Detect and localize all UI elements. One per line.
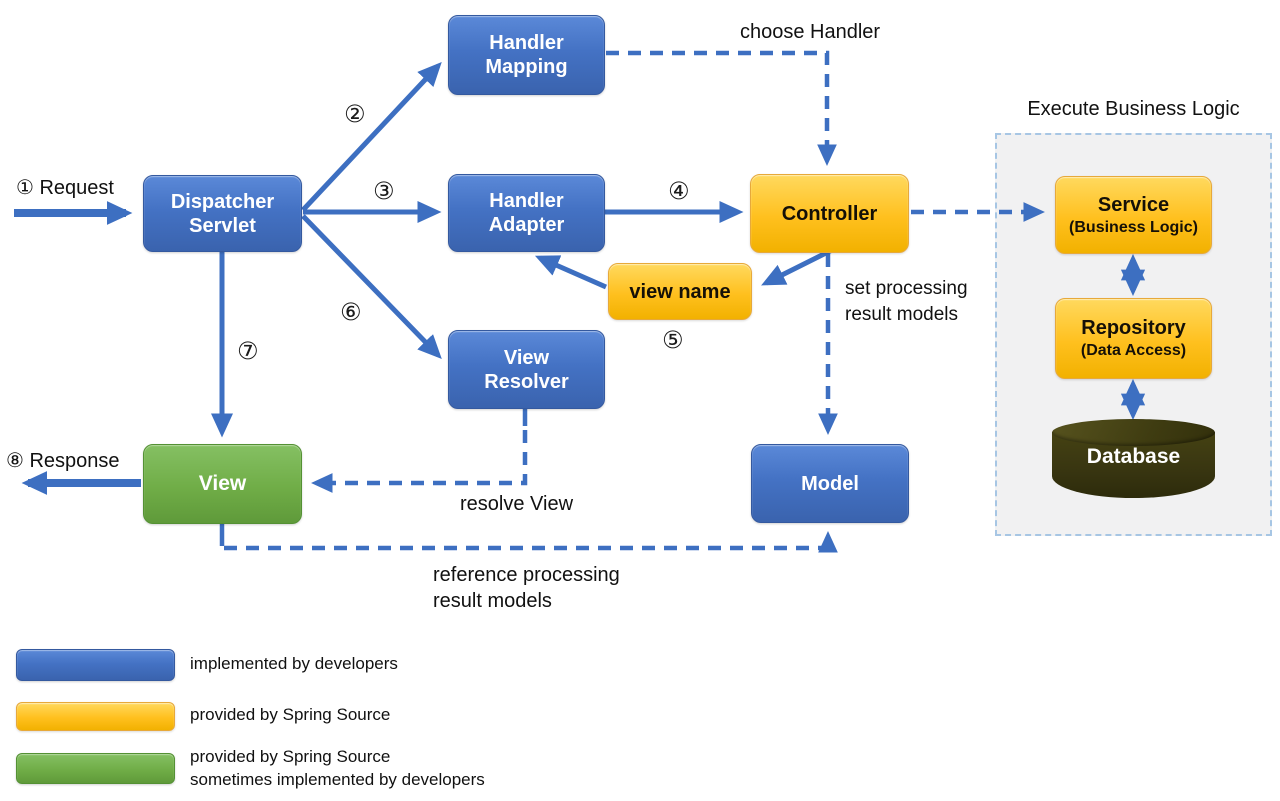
arrow-resolve-view-dashed [311,430,528,493]
arrow-step2-to-handler-mapping [301,61,442,212]
legend-label-green: provided by Spring Source sometimes impl… [190,747,485,789]
database-label: Database [1086,445,1181,468]
response-label: ⑧ Response [6,450,120,472]
execute-business-logic-title: Execute Business Logic [1027,98,1240,120]
choose-handler-label: choose Handler [740,21,881,43]
service-label: Service [1097,193,1170,216]
resolve-view-label: resolve View [460,493,574,515]
step-3-badge: ③ [373,177,395,205]
node-view-name: view name [608,263,752,320]
database-cylinder-top [1052,419,1215,446]
repository-sublabel: (Data Access) [1080,342,1187,360]
node-repository: Repository (Data Access) [1055,298,1212,379]
node-handler-mapping: Handler Mapping [448,15,605,95]
legend-label-blue: implemented by developers [190,654,398,673]
step-5-badge: ⑤ [662,326,684,354]
arrow-choose-handler-dashed [606,50,837,166]
step-4-badge: ④ [668,177,690,205]
arrow-view-name-to-handler-adapter [534,255,608,290]
node-service: Service (Business Logic) [1055,176,1212,254]
legend-swatch-yellow [16,702,175,731]
service-sublabel: (Business Logic) [1069,218,1198,236]
node-model: Model [751,444,909,523]
reference-processing-label: reference processing result models [433,564,620,612]
legend-swatch-blue [16,649,175,681]
request-label: ① Request [16,177,114,199]
step-2-badge: ② [344,100,366,128]
step-7-badge: ⑦ [237,337,259,365]
arrow-reference-models-dashed [224,531,838,553]
arrow-controller-to-view-name [761,247,834,286]
node-view-resolver: View Resolver [448,330,605,409]
node-view: View [143,444,302,524]
legend-swatch-green [16,753,175,784]
set-processing-label: set processing result models [845,278,968,326]
node-handler-adapter: Handler Adapter [448,174,605,252]
node-database-cylinder: Database [1052,419,1215,499]
arrow-step6-to-view-resolver [301,214,442,359]
step-6-badge: ⑥ [340,298,362,326]
node-controller: Controller [750,174,909,253]
repository-label: Repository [1081,317,1186,340]
legend-label-yellow: provided by Spring Source [190,705,391,724]
node-dispatcher-servlet: Dispatcher Servlet [143,175,302,252]
